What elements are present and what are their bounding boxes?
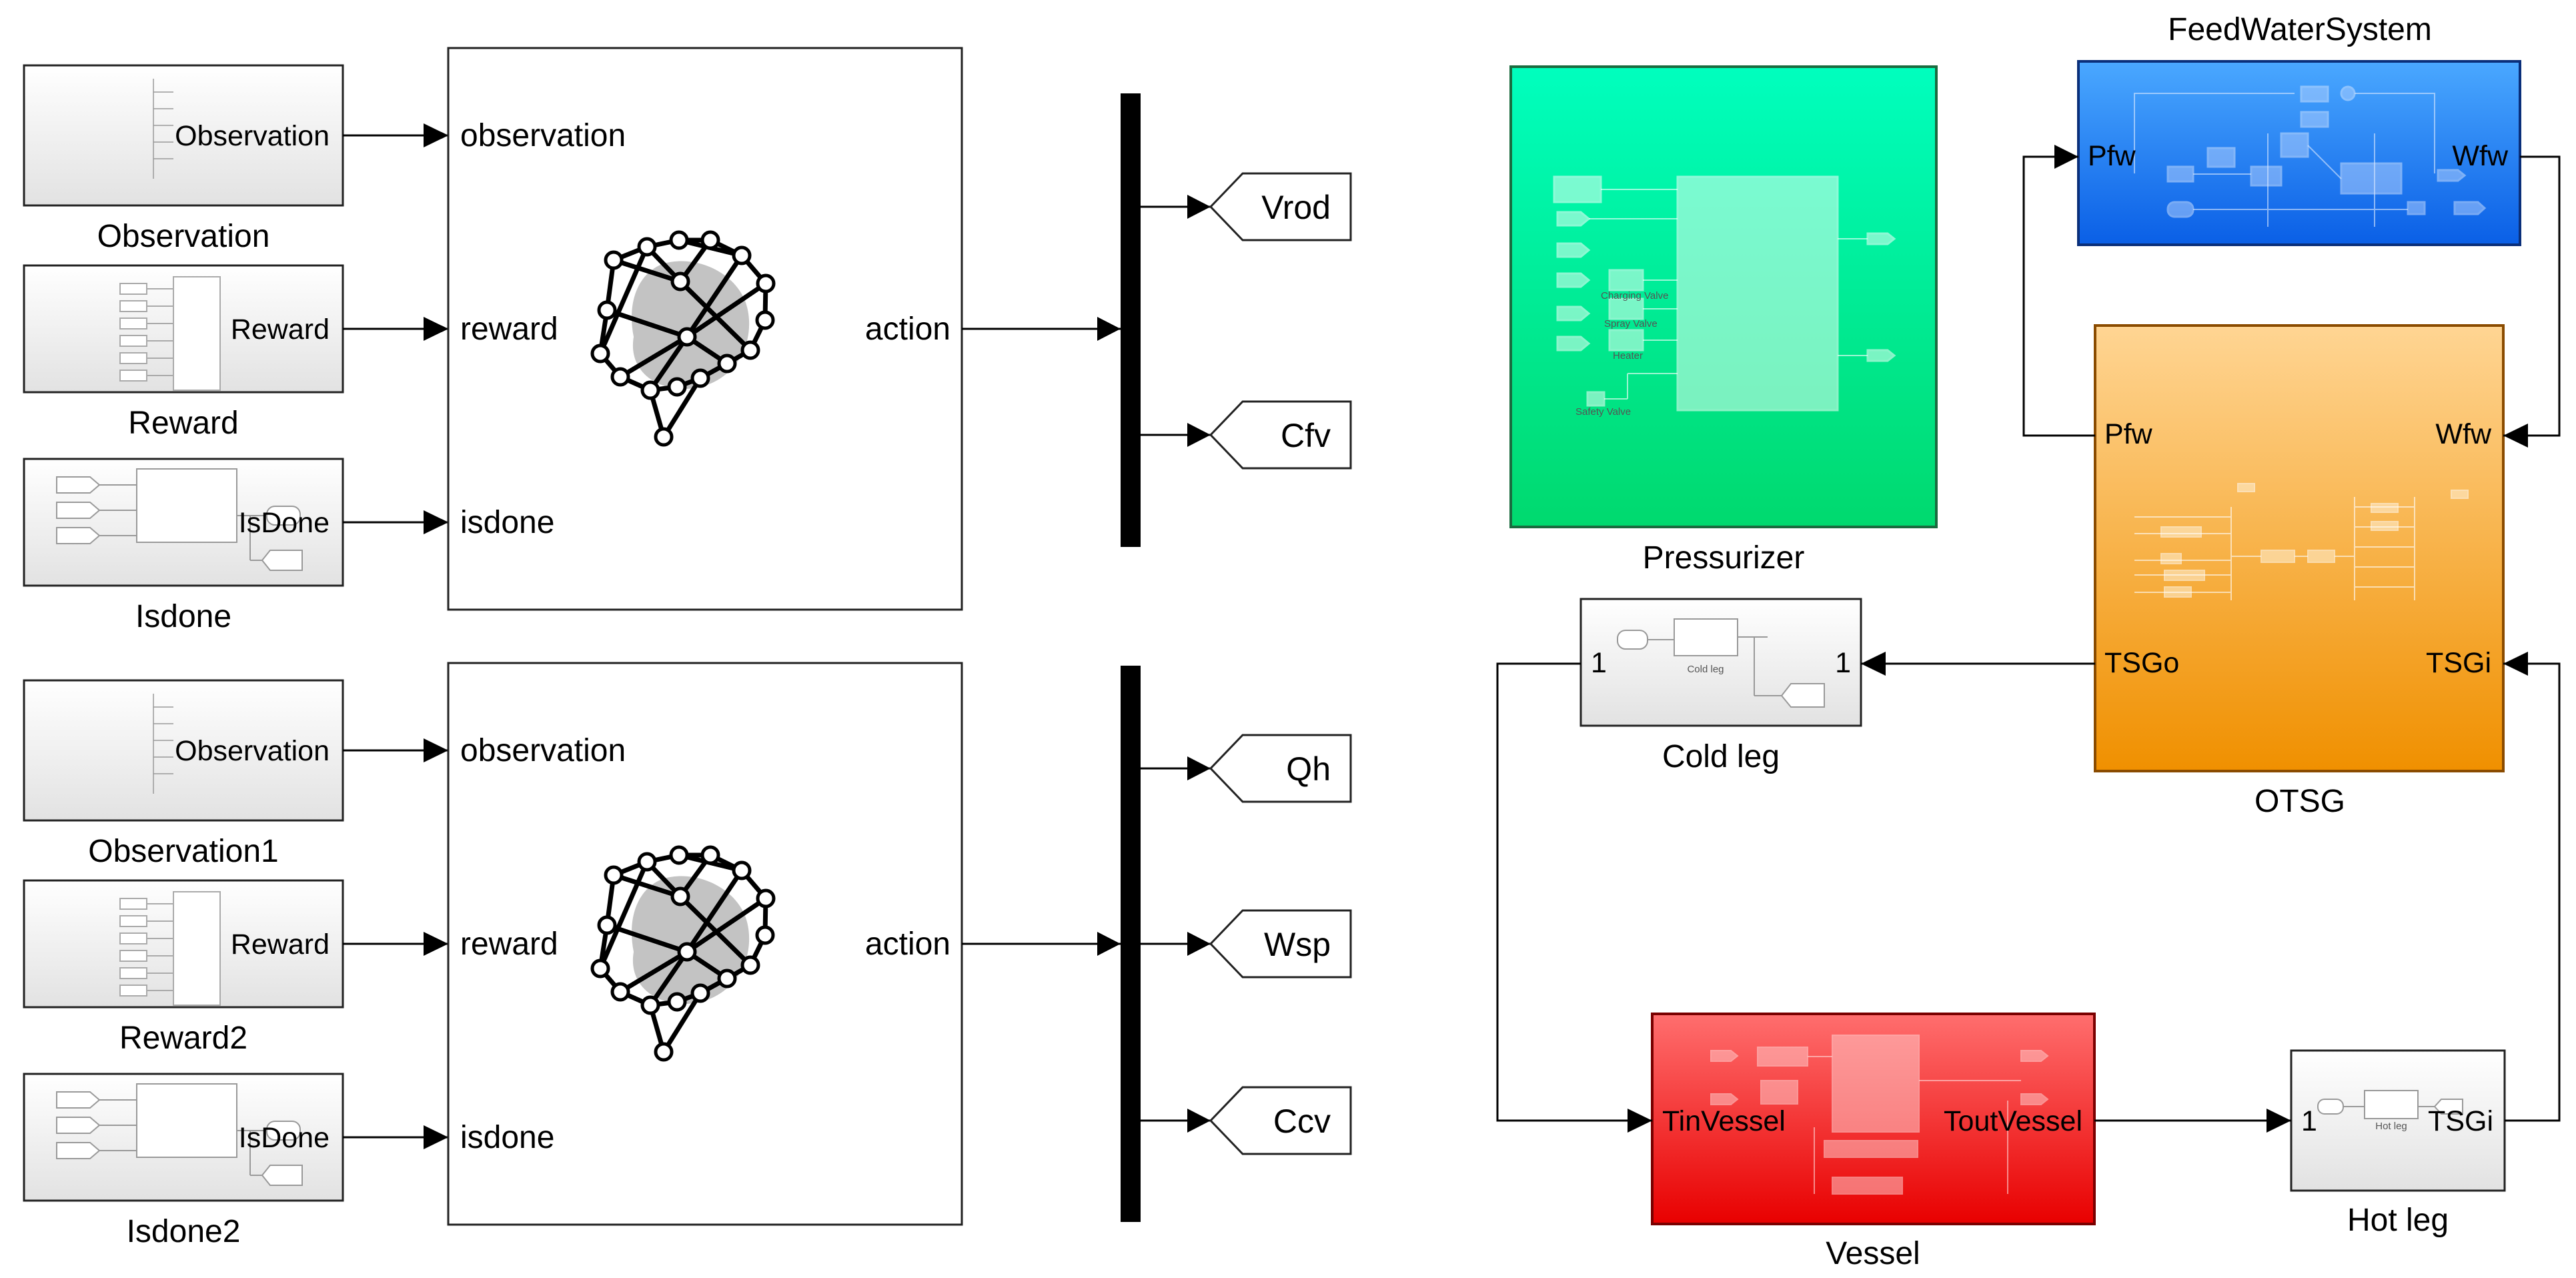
agent-2-isdone-port: isdone (460, 1120, 554, 1155)
otsg-tsgi-port: TSGi (2426, 647, 2491, 679)
vessel-name: Vessel (1826, 1236, 1920, 1271)
agent-2-action-port: action (865, 926, 950, 962)
agent-group-1: Observation Observation Reward Reward Is… (23, 47, 1352, 634)
goto-qh[interactable]: Qh (1209, 734, 1352, 803)
cold-leg-out-port: 1 (1835, 647, 1851, 679)
feedwater-in-port: Pfw (2088, 140, 2136, 172)
pressurizer-inner-safety-valve: Safety Valve (1575, 406, 1631, 418)
goto-vrod-label: Vrod (1261, 189, 1331, 226)
reward-subsystem-2[interactable]: Reward (23, 879, 344, 1009)
goto-cfv[interactable]: Cfv (1209, 400, 1352, 470)
hot-leg-in-port: 1 (2301, 1105, 2317, 1137)
isdone-subsystem-2-name: Isdone2 (127, 1214, 241, 1249)
feedwater-out-port: Wfw (2452, 140, 2509, 172)
agent-1-isdone-port: isdone (460, 505, 554, 540)
goto-wsp-label: Wsp (1264, 926, 1331, 963)
demux-bar-2[interactable] (1121, 666, 1141, 1222)
otsg-block[interactable]: Pfw Wfw TSGo TSGi (2094, 324, 2505, 772)
agent-1-reward-port: reward (460, 311, 558, 347)
observation-subsystem-2-port: Observation (175, 735, 330, 767)
feedwater-name: FeedWaterSystem (2168, 12, 2432, 47)
observation-subsystem-1[interactable]: Observation (23, 64, 344, 207)
goto-ccv-label: Ccv (1273, 1103, 1331, 1140)
plant-model: Charging Valve Spray Valve Heater Safety… (1496, 12, 2561, 1271)
otsg-pfw-port: Pfw (2104, 418, 2153, 450)
pressurizer-name: Pressurizer (1643, 540, 1805, 576)
rl-agent-block-1[interactable]: observation reward isdone action (447, 47, 963, 611)
feedwater-system-block[interactable]: Pfw Wfw (2077, 60, 2521, 246)
cold-leg-name: Cold leg (1662, 739, 1780, 774)
cold-leg-block[interactable]: Cold leg 1 1 (1579, 598, 1862, 727)
reward-subsystem-1-name: Reward (128, 406, 238, 441)
observation-subsystem-1-name: Observation (97, 219, 270, 254)
rl-agent-block-2[interactable]: observation reward isdone action (447, 662, 963, 1226)
reward-subsystem-2-name: Reward2 (119, 1021, 247, 1056)
hot-leg-inner-label: Hot leg (2375, 1121, 2407, 1132)
goto-ccv[interactable]: Ccv (1209, 1086, 1352, 1155)
hot-leg-out-port: TSGi (2428, 1105, 2493, 1137)
agent-group-2: Observation Observation1 Reward Reward2 … (23, 662, 1352, 1249)
reward-subsystem-1-port: Reward (231, 313, 330, 346)
agent-2-observation-port: observation (460, 733, 626, 768)
observation-subsystem-1-port: Observation (175, 120, 330, 152)
isdone-subsystem-1[interactable]: IsDone (23, 458, 344, 587)
isdone-subsystem-1-name: Isdone (135, 599, 231, 634)
goto-wsp[interactable]: Wsp (1209, 909, 1352, 979)
hot-leg-block[interactable]: Hot leg 1 TSGi (2290, 1049, 2506, 1192)
cold-leg-inner-label: Cold leg (1687, 664, 1724, 675)
isdone-subsystem-1-port: IsDone (239, 507, 330, 539)
vessel-in-port: TinVessel (1662, 1105, 1786, 1137)
reward-subsystem-2-port: Reward (231, 928, 330, 961)
pressurizer-inner-spray-valve: Spray Valve (1604, 318, 1658, 330)
pressurizer-inner-charging-valve: Charging Valve (1601, 290, 1668, 301)
vessel-block[interactable]: TinVessel ToutVessel (1651, 1013, 2096, 1225)
goto-qh-label: Qh (1286, 750, 1331, 788)
goto-vrod[interactable]: Vrod (1209, 172, 1352, 241)
observation-subsystem-2[interactable]: Observation (23, 679, 344, 822)
agent-2-reward-port: reward (460, 926, 558, 962)
pressurizer-block[interactable]: Charging Valve Spray Valve Heater Safety… (1509, 65, 1938, 528)
goto-cfv-label: Cfv (1281, 417, 1331, 454)
hot-leg-name: Hot leg (2347, 1203, 2449, 1238)
otsg-name: OTSG (2255, 784, 2345, 819)
agent-1-observation-port: observation (460, 118, 626, 153)
vessel-out-port: ToutVessel (1944, 1105, 2082, 1137)
cold-leg-in-port: 1 (1591, 647, 1607, 679)
demux-bar-1[interactable] (1121, 93, 1141, 547)
pressurizer-inner-heater: Heater (1613, 350, 1643, 362)
agent-1-action-port: action (865, 311, 950, 347)
reward-subsystem-1[interactable]: Reward (23, 264, 344, 394)
isdone-subsystem-2-port: IsDone (239, 1122, 330, 1154)
otsg-wfw-port: Wfw (2435, 418, 2492, 450)
plant-signal-lines (1496, 145, 2561, 1133)
observation-subsystem-2-name: Observation1 (88, 834, 279, 869)
isdone-subsystem-2[interactable]: IsDone (23, 1073, 344, 1202)
otsg-tsgo-port: TSGo (2104, 647, 2179, 679)
